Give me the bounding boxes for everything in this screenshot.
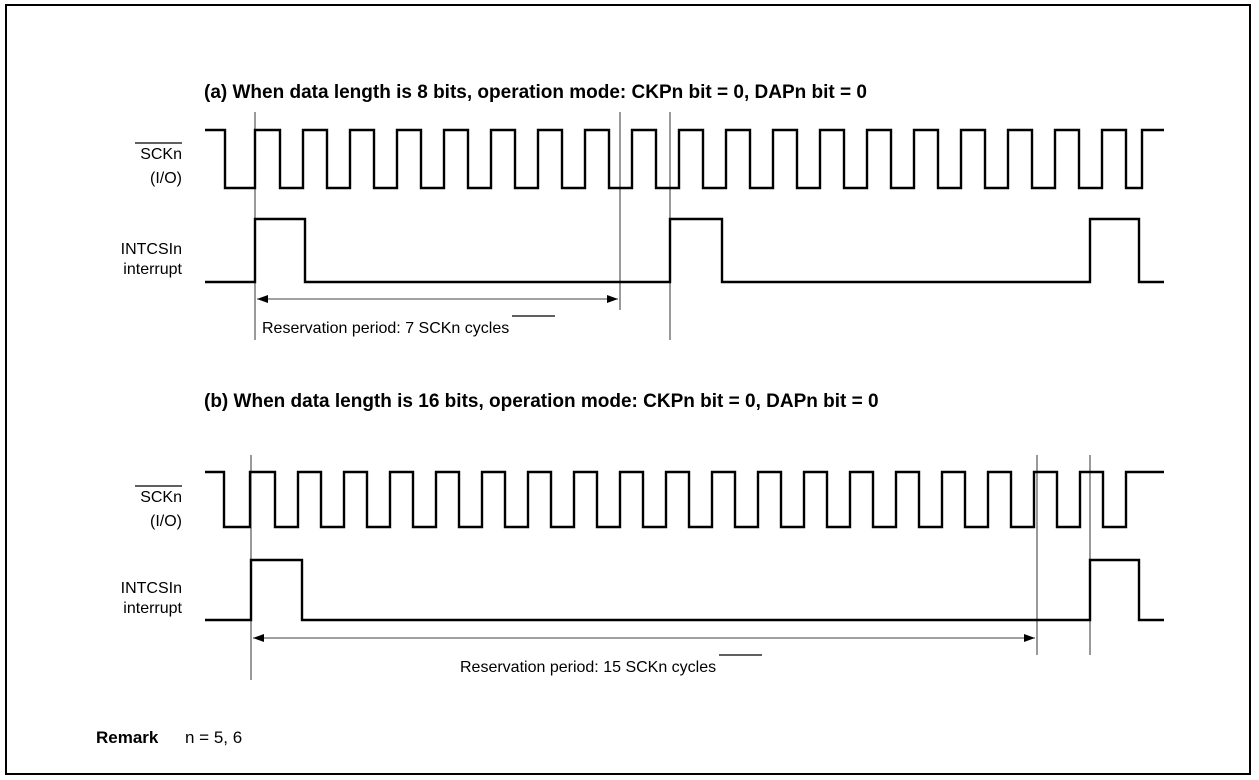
- panel-a-period-arrowhead-right: [607, 295, 618, 303]
- panel-a-title: (a) When data length is 8 bits, operatio…: [204, 82, 867, 103]
- panel-b-clock-waveform: [205, 470, 1164, 529]
- panel-b-period-arrowhead-left: [253, 634, 264, 642]
- remark-value: n = 5, 6: [185, 728, 242, 747]
- panel-b-period-arrowhead-right: [1024, 634, 1035, 642]
- panel-a-period-signal: SCKn: [419, 320, 461, 337]
- panel-b-clock-sublabel: (I/O): [150, 513, 182, 530]
- panel-b-interrupt-label: INTCSIn: [121, 580, 182, 597]
- panel-a-clock-sublabel: (I/O): [150, 170, 182, 187]
- panel-a-interrupt-waveform: [205, 217, 1164, 284]
- panel-a-period-arrowhead-left: [257, 295, 268, 303]
- panel-a-clock-label: SCKn: [140, 146, 182, 163]
- panel-a-interrupt-label: INTCSIn: [121, 241, 182, 258]
- panel-b-clock-label: SCKn: [140, 489, 182, 506]
- panel-b-period-text: Reservation period: 15 SCKn cycles: [460, 659, 716, 676]
- panel-b-interrupt-label-2: interrupt: [123, 600, 182, 617]
- panel-b-interrupt-waveform: [205, 558, 1164, 622]
- figure-frame: [5, 4, 1251, 775]
- remark-key: Remark: [96, 728, 159, 747]
- panel-b-title: (b) When data length is 16 bits, operati…: [204, 391, 879, 412]
- panel-a-clock-waveform: [205, 128, 1164, 190]
- panel-a-interrupt-label-2: interrupt: [123, 261, 182, 278]
- panel-a-period-text: Reservation period: 7 SCKn cycles: [262, 320, 509, 337]
- panel-b-period-signal: SCKn: [625, 659, 667, 676]
